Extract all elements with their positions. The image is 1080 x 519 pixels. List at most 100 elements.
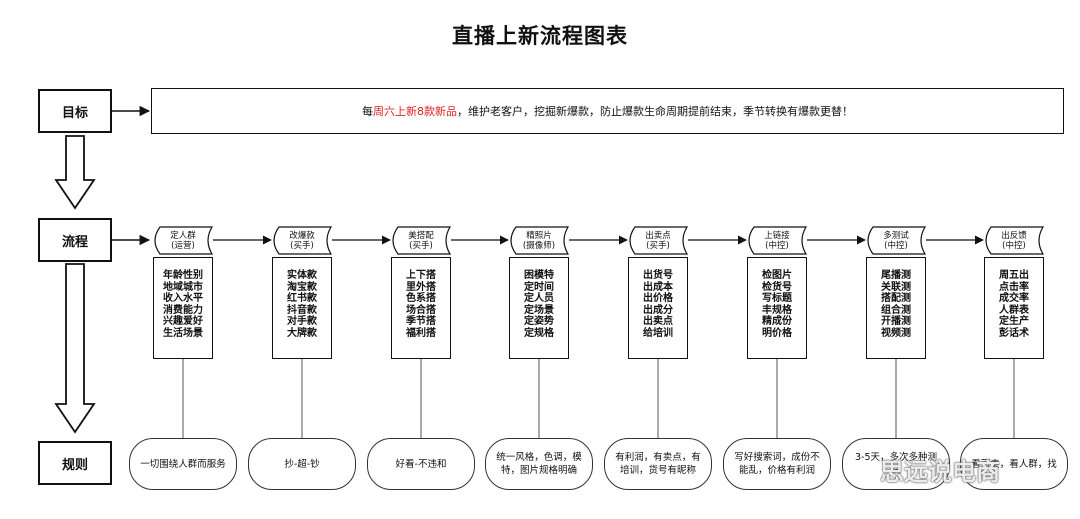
step-items-box: 上下搭里外搭色系搭场合搭季节搭福利搭 xyxy=(391,257,451,359)
step-item: 地域城市 xyxy=(163,281,203,293)
rules-label-box: 规则 xyxy=(38,441,112,485)
step-item: 对手款 xyxy=(287,316,317,327)
step-owner: (运营) xyxy=(171,241,195,251)
step-rule-text: 写好搜索词，成份不能乱，价格有利润 xyxy=(734,452,820,476)
step-header-shape xyxy=(154,226,214,255)
step-item: 困模特 xyxy=(524,270,554,281)
step-rule-text: 看可卖，看人群，找 xyxy=(971,458,1057,470)
step-rule-text: 一切围绕人群而服务 xyxy=(140,458,226,470)
step-name: 美搭配 xyxy=(408,231,434,241)
step-item: 定人员 xyxy=(524,293,554,304)
step-name: 精照片 xyxy=(526,231,552,241)
goal-to-process-arrow xyxy=(54,135,96,210)
step-item: 丰规格 xyxy=(762,304,792,316)
step-item: 给培训 xyxy=(643,327,673,339)
step-items-box: 检图片检货号写标题丰规格精成份明价格 xyxy=(747,257,807,359)
step-rule-box: 写好搜索词，成份不能乱，价格有利润 xyxy=(723,438,831,490)
step-item: 定姿势 xyxy=(524,316,554,327)
step-item: 福利搭 xyxy=(406,327,436,339)
step-item: 出成分 xyxy=(643,304,673,316)
step-item: 定场景 xyxy=(524,304,554,316)
step-header-shape xyxy=(629,226,689,255)
step-item: 红书款 xyxy=(287,293,317,304)
step-items-box: 尾播测关联测搭配测组合测开播测视频测 xyxy=(866,257,926,359)
step-item: 大牌款 xyxy=(287,327,317,339)
process-label: 流程 xyxy=(61,234,88,250)
step-header: 改爆款(买手) xyxy=(274,228,330,254)
step-header-shape xyxy=(867,226,927,255)
step-name: 定人群 xyxy=(170,231,196,241)
step-name: 上链接 xyxy=(764,231,790,241)
step-item: 定时间 xyxy=(524,281,554,293)
step-rule-box: 抄-超-钞 xyxy=(248,438,356,490)
step-item: 定生产 xyxy=(999,316,1029,327)
goal-suffix: ，维护老客户，挖掘新爆款，防止爆款生命周期提前结束，季节转换有爆款更替！ xyxy=(457,105,853,118)
step-item: 色系搭 xyxy=(406,293,436,304)
step-item: 季节搭 xyxy=(406,316,436,327)
step-item: 明价格 xyxy=(762,327,792,339)
step-item: 精成份 xyxy=(762,316,792,327)
step-header-shape xyxy=(748,226,808,255)
step-item: 收入水平 xyxy=(163,293,203,304)
step-item: 尾播测 xyxy=(881,270,911,281)
step-item: 出成本 xyxy=(643,281,673,293)
step-owner: (买手) xyxy=(409,241,433,251)
process-to-rules-arrow xyxy=(54,263,96,434)
goal-label: 目标 xyxy=(61,105,88,121)
step-items-box: 周五出点击率成交率人群表定生产彭话术 xyxy=(984,257,1044,359)
step-header: 出反馈(中控) xyxy=(986,228,1042,254)
step-rule-box: 好看-不违和 xyxy=(367,438,475,490)
step-item: 人群表 xyxy=(999,304,1029,316)
step-header: 定人群(运营) xyxy=(155,228,211,254)
step-item: 兴趣爱好 xyxy=(163,316,203,327)
step-item: 抖音款 xyxy=(287,304,317,316)
step-name: 出反馈 xyxy=(1001,231,1027,241)
step-item: 定规格 xyxy=(524,327,554,339)
step-rule-text: 3-5天，多次多种测试 xyxy=(854,452,938,476)
step-rule-box: 看可卖，看人群，找 xyxy=(960,438,1068,490)
step-item: 年龄性别 xyxy=(163,270,203,281)
goal-highlight: 周六上新8款新品 xyxy=(373,105,457,118)
step-owner: (买手) xyxy=(290,241,314,251)
goal-label-box: 目标 xyxy=(38,89,112,133)
step-item: 周五出 xyxy=(999,270,1029,281)
step-rule-box: 3-5天，多次多种测试 xyxy=(842,438,950,490)
step-item: 出卖点 xyxy=(643,316,673,327)
step-items-box: 实体款淘宝款红书款抖音款对手款大牌款 xyxy=(272,257,332,359)
watermark: 思远说电商 xyxy=(880,458,1000,486)
step-item: 成交率 xyxy=(999,293,1029,304)
step-owner: (中控) xyxy=(1002,241,1026,251)
step-item: 场合搭 xyxy=(406,304,436,316)
step-rule-box: 有利润，有卖点，有培训，货号有昵称 xyxy=(604,438,712,490)
step-rule-text: 好看-不违和 xyxy=(395,458,447,470)
step-item: 写标题 xyxy=(762,293,792,304)
step-item: 关联测 xyxy=(881,281,911,293)
step-item: 出价格 xyxy=(643,293,673,304)
step-header: 多测试(中控) xyxy=(868,228,924,254)
step-item: 里外搭 xyxy=(406,281,436,293)
step-item: 开播测 xyxy=(881,316,911,327)
step-rule-text: 有利润，有卖点，有培训，货号有昵称 xyxy=(615,452,701,476)
step-rule-text: 抄-超-钞 xyxy=(284,458,320,470)
step-item: 搭配测 xyxy=(881,293,911,304)
step-header-shape xyxy=(510,226,570,255)
step-header: 上链接(中控) xyxy=(749,228,805,254)
page-title: 直播上新流程图表 xyxy=(452,24,628,48)
goal-prefix: 每 xyxy=(362,105,373,118)
step-item: 消费能力 xyxy=(163,304,203,316)
step-name: 出卖点 xyxy=(645,231,671,241)
process-label-box: 流程 xyxy=(38,218,112,262)
step-rule-text: 统一风格，色调，模特，图片规格明确 xyxy=(496,452,582,476)
step-owner: (中控) xyxy=(884,241,908,251)
step-header: 出卖点(买手) xyxy=(630,228,686,254)
step-item: 彭话术 xyxy=(999,327,1029,339)
step-item: 淘宝款 xyxy=(287,281,317,293)
step-header-shape xyxy=(985,226,1045,255)
step-owner: (摄像师) xyxy=(522,241,556,251)
step-rule-box: 一切围绕人群而服务 xyxy=(129,438,237,490)
goal-statement-box: 每周六上新8款新品，维护老客户，挖掘新爆款，防止爆款生命周期提前结束，季节转换有… xyxy=(151,88,1064,134)
step-item: 出货号 xyxy=(643,270,673,281)
step-header: 美搭配(买手) xyxy=(393,228,449,254)
step-item: 视频测 xyxy=(881,327,911,339)
